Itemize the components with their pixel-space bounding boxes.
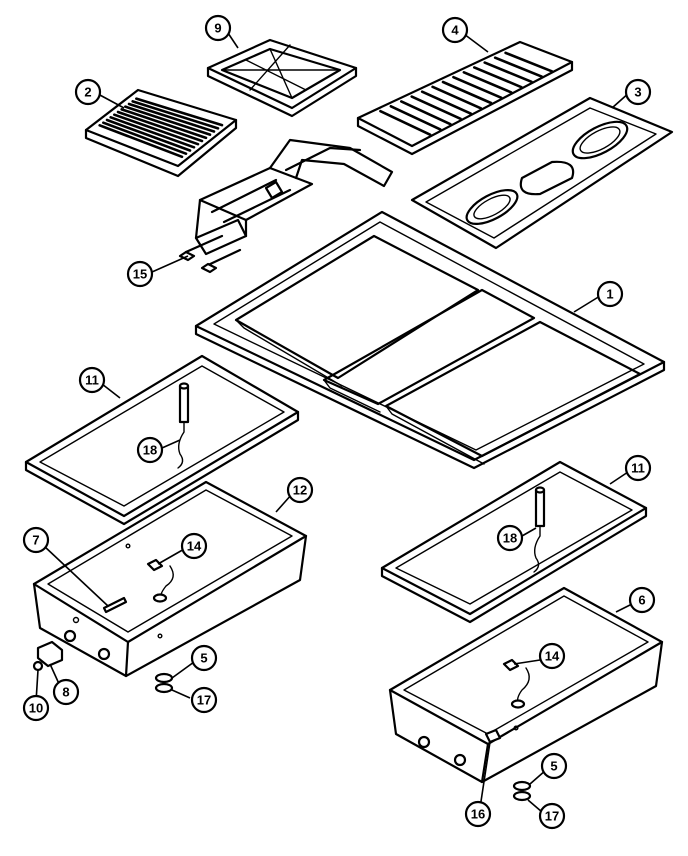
burner-top-plate [410, 96, 674, 250]
terminal-block [36, 640, 64, 668]
callout-17-left: 17 [190, 686, 218, 714]
svg-text:15: 15 [133, 267, 147, 282]
callout-8: 8 [52, 678, 80, 706]
callout-18-right: 18 [496, 524, 524, 552]
callout-18-left: 18 [136, 436, 164, 464]
callout-17-right: 17 [538, 802, 566, 830]
callout-3: 3 [624, 78, 652, 106]
svg-text:9: 9 [214, 21, 221, 36]
svg-text:11: 11 [631, 461, 645, 476]
burner-grate [206, 38, 358, 118]
drip-pan-right [388, 586, 664, 784]
callout-10: 10 [22, 694, 50, 722]
callout-9: 9 [204, 14, 232, 42]
svg-text:1: 1 [606, 287, 613, 302]
svg-text:5: 5 [200, 651, 207, 666]
cooktop-frame [194, 210, 666, 470]
callout-2: 2 [74, 78, 102, 106]
callout-6: 6 [628, 586, 656, 614]
svg-text:17: 17 [545, 809, 559, 824]
callouts: 9 4 2 3 15 1 11 18 [22, 14, 656, 830]
svg-text:14: 14 [187, 539, 202, 554]
svg-text:18: 18 [143, 443, 157, 458]
grommet-left [154, 672, 174, 694]
callout-11-left: 11 [78, 366, 106, 394]
leader-lines [35, 29, 633, 813]
callout-5-left: 5 [190, 644, 218, 672]
svg-text:4: 4 [451, 23, 459, 38]
callout-14-right: 14 [538, 642, 566, 670]
svg-text:2: 2 [84, 85, 91, 100]
grommet-right [512, 780, 532, 802]
griddle-cover-left [24, 354, 300, 526]
nut-left [32, 660, 44, 672]
callout-14-left: 14 [180, 532, 208, 560]
grill-grate-right [356, 40, 574, 156]
callout-7: 7 [22, 526, 50, 554]
callout-1: 1 [596, 280, 624, 308]
drip-pan-left [32, 480, 308, 678]
element-probe-right [533, 486, 546, 573]
burner-assembly [178, 138, 394, 274]
element-probe-left [177, 382, 190, 469]
callout-4: 4 [441, 16, 469, 44]
svg-text:5: 5 [550, 759, 557, 774]
callout-11-right: 11 [624, 454, 652, 482]
callout-15: 15 [126, 260, 154, 288]
svg-text:7: 7 [32, 533, 39, 548]
svg-text:3: 3 [634, 85, 641, 100]
svg-text:14: 14 [545, 649, 560, 664]
svg-text:6: 6 [638, 593, 645, 608]
svg-text:10: 10 [29, 701, 43, 716]
callout-12: 12 [286, 476, 314, 504]
callout-5-right: 5 [540, 752, 568, 780]
griddle-cover-right [380, 460, 648, 624]
svg-text:16: 16 [471, 807, 485, 822]
callout-16: 16 [464, 800, 492, 828]
svg-text:18: 18 [503, 531, 517, 546]
svg-text:8: 8 [62, 685, 69, 700]
svg-text:12: 12 [293, 483, 307, 498]
svg-text:17: 17 [197, 693, 211, 708]
svg-text:11: 11 [85, 373, 99, 388]
grill-grate-left [84, 88, 238, 178]
